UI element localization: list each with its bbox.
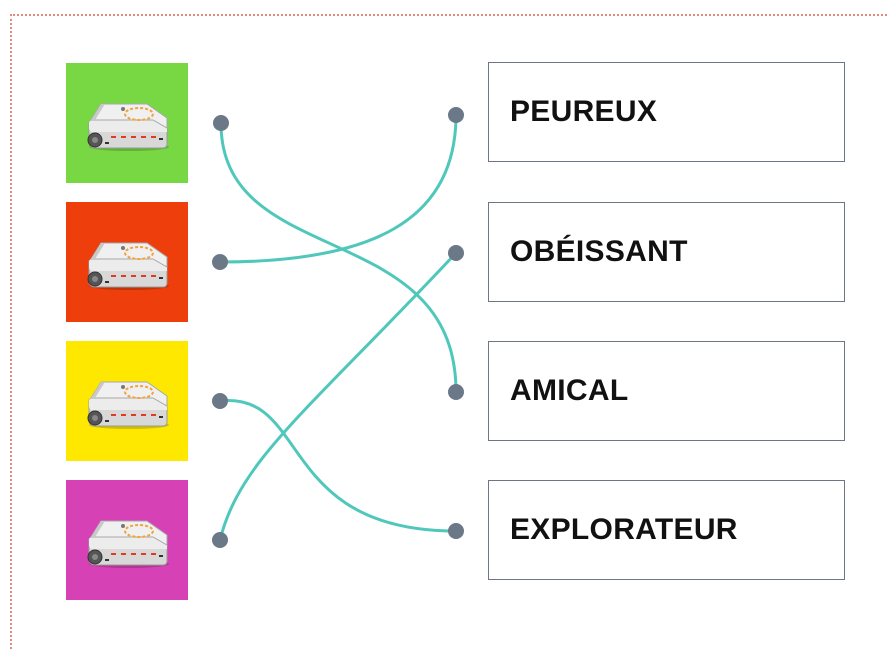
connection-line-1 — [219, 122, 458, 393]
right-connector-dot-1[interactable] — [448, 107, 464, 123]
label-box-explorateur[interactable]: EXPLORATEUR — [488, 480, 845, 580]
connection-line-3 — [219, 399, 457, 533]
robot-card-3[interactable] — [66, 341, 188, 461]
label-text: AMICAL — [510, 374, 629, 407]
connection-line-4 — [218, 251, 458, 541]
robot-card-4[interactable] — [66, 480, 188, 600]
label-text: PEUREUX — [510, 95, 658, 128]
left-connector-dot-2[interactable] — [212, 254, 228, 270]
left-connector-dot-3[interactable] — [212, 393, 228, 409]
label-box-amical[interactable]: AMICAL — [488, 341, 845, 441]
label-text: EXPLORATEUR — [510, 513, 738, 546]
connection-line-2 — [219, 114, 458, 264]
label-box-peureux[interactable]: PEUREUX — [488, 62, 845, 162]
right-connector-dot-2[interactable] — [448, 245, 464, 261]
label-text: OBÉISSANT — [510, 235, 688, 268]
thymio-robot-icon — [81, 92, 173, 154]
left-connector-dot-1[interactable] — [213, 115, 229, 131]
right-connector-dot-3[interactable] — [448, 384, 464, 400]
dotted-frame-left — [10, 14, 12, 649]
thymio-robot-icon — [81, 231, 173, 293]
robot-card-1[interactable] — [66, 63, 188, 183]
left-connector-dot-4[interactable] — [212, 532, 228, 548]
label-box-obeissant[interactable]: OBÉISSANT — [488, 202, 845, 302]
right-connector-dot-4[interactable] — [448, 523, 464, 539]
dotted-frame-top — [10, 14, 887, 16]
thymio-robot-icon — [81, 509, 173, 571]
thymio-robot-icon — [81, 370, 173, 432]
robot-card-2[interactable] — [66, 202, 188, 322]
